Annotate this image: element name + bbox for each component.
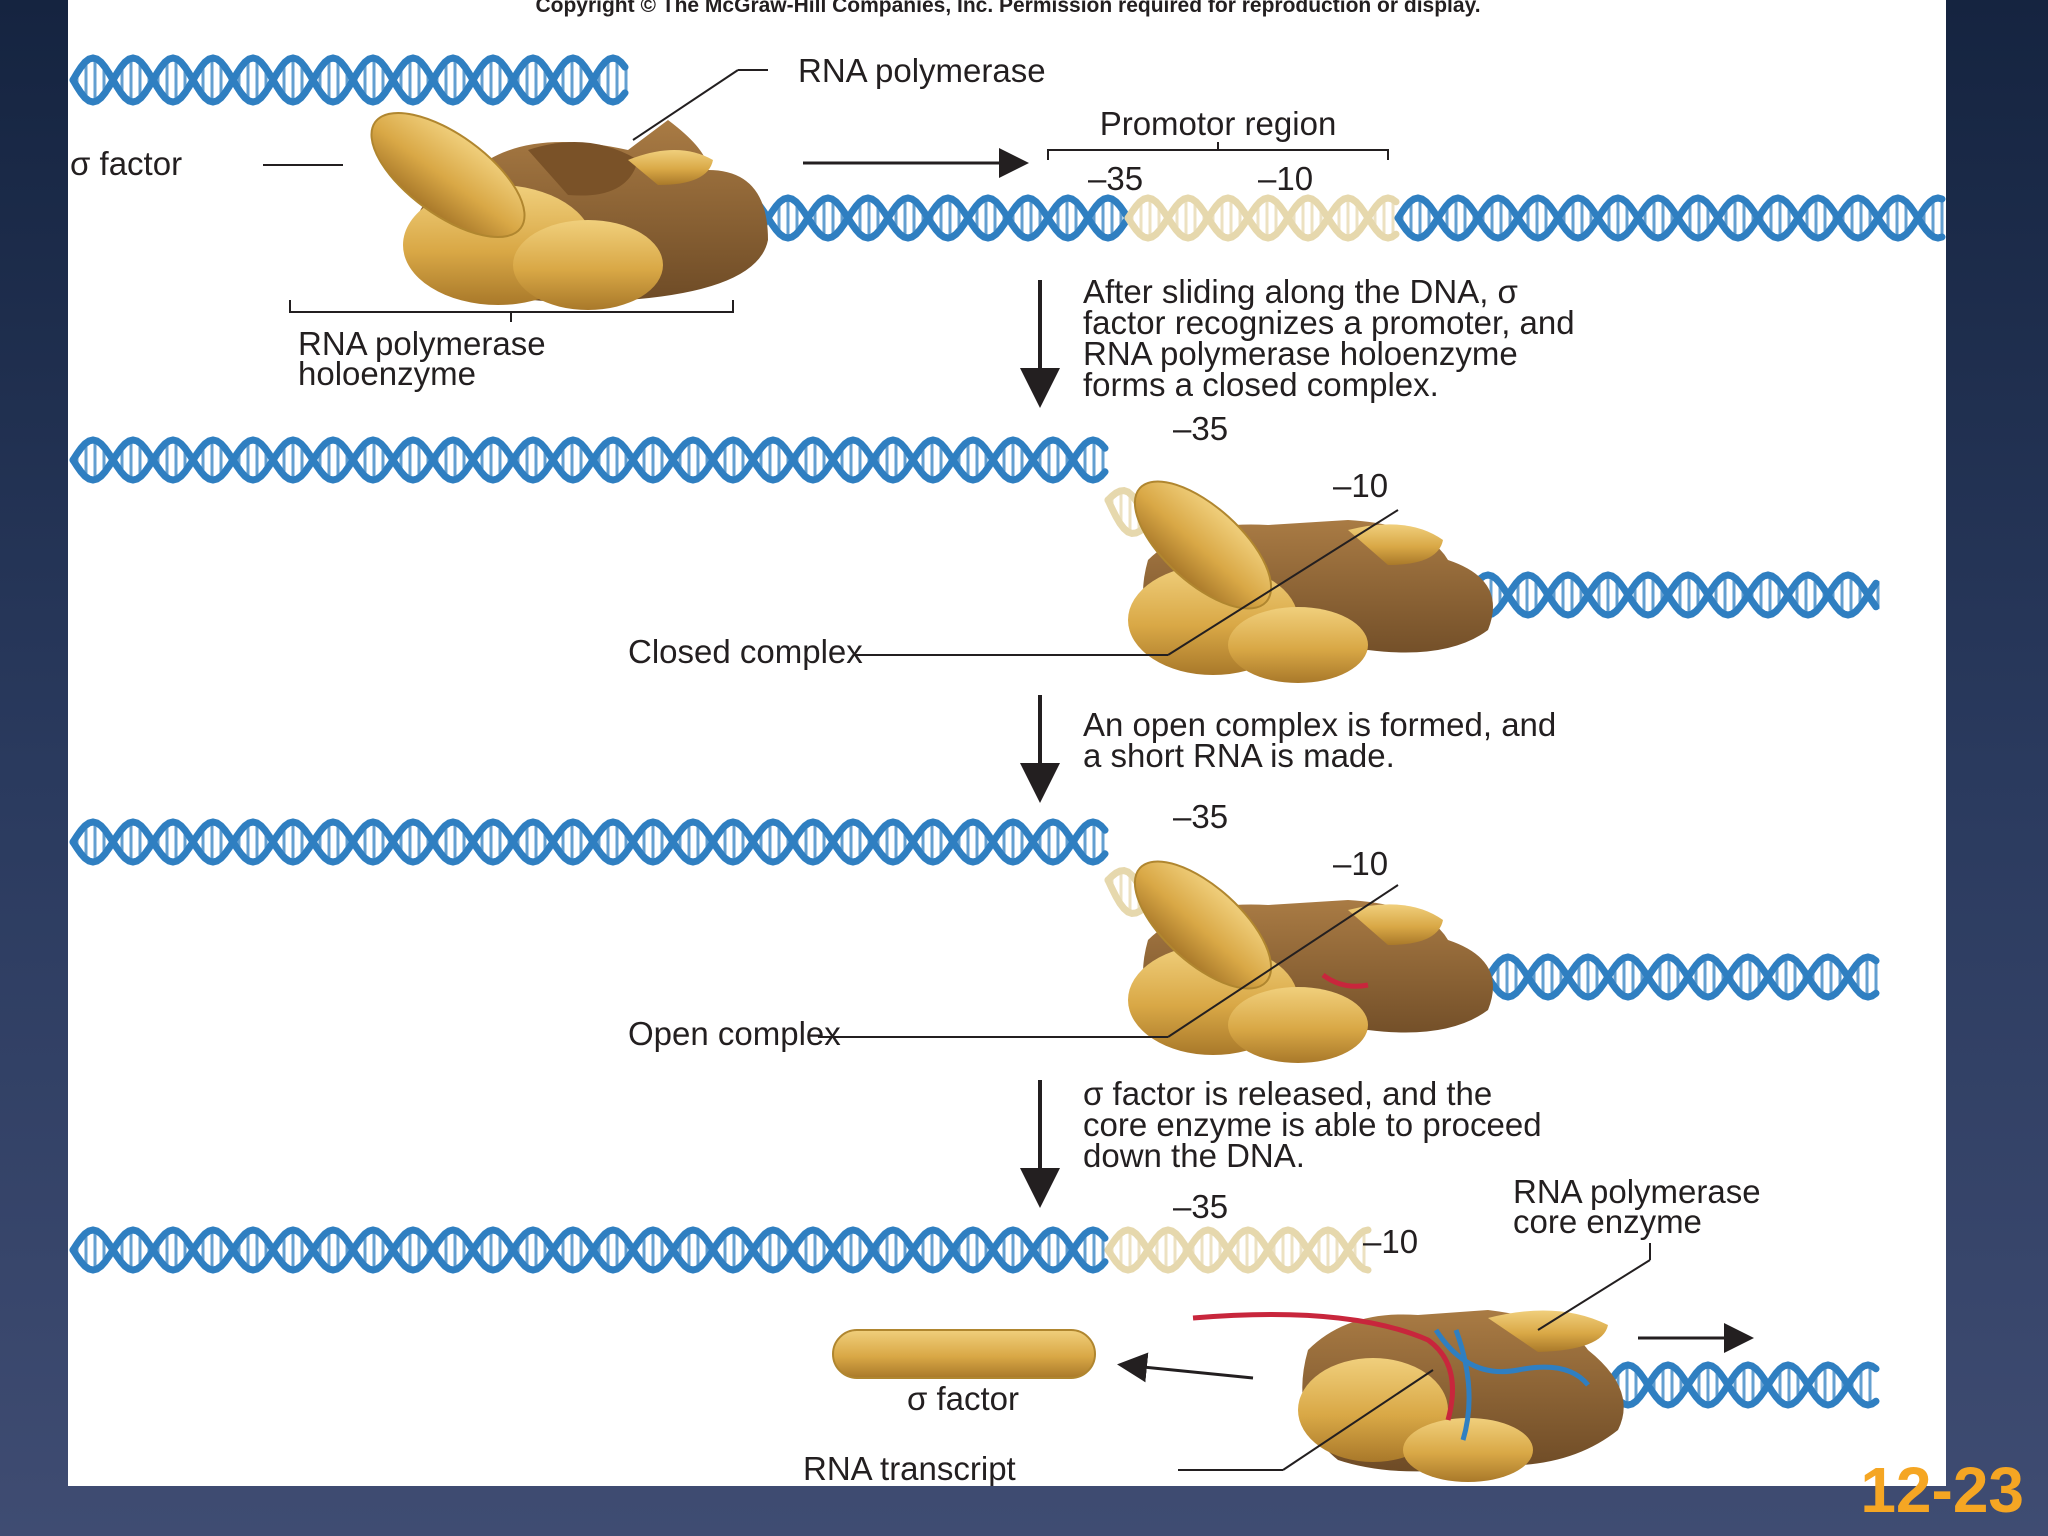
svg-text:After sliding along the DNA, σ: After sliding along the DNA, σ [1083,273,1518,310]
step-2-caption: An open complex is formed, and a short R… [1083,706,1556,774]
rna-transcript-strand [1192,1312,1455,1421]
holoenzyme-bracket [289,300,734,322]
step-1-caption: After sliding along the DNA, σ factor re… [1083,273,1575,403]
label-core-enzyme-2: core enzyme [1513,1203,1702,1240]
sigma-factor-closed [1133,480,1273,610]
label-holoenzyme-1: RNA polymerase [298,325,546,362]
svg-text:RNA polymerase holoenzyme: RNA polymerase holoenzyme [1083,335,1518,372]
label-minus10-row3: –10 [1333,845,1388,882]
step-3-caption: σ factor is released, and the core enzym… [1083,1075,1542,1174]
slide-number: 12-23 [1860,1454,2024,1526]
dna-helix-row2 [69,436,1880,619]
label-minus35-row4: –35 [1173,1188,1228,1225]
label-holoenzyme-2: holoenzyme [298,355,476,392]
label-minus10-row4: –10 [1363,1223,1418,1260]
sigma-factor-open [1133,860,1273,990]
transcription-initiation-diagram: Copyright © The McGraw-Hill Companies, I… [69,0,1946,1486]
promoter-bracket [1047,142,1389,160]
label-minus10-row2: –10 [1333,467,1388,504]
rna-polymerase-holoenzyme [403,120,768,310]
svg-text:forms a closed complex.: forms a closed complex. [1083,366,1439,403]
short-rna [1321,972,1369,989]
label-minus35-row1: –35 [1088,160,1143,197]
svg-text:a short RNA is made.: a short RNA is made. [1083,737,1395,774]
svg-text:down the DNA.: down the DNA. [1083,1137,1305,1174]
label-rna-transcript: RNA transcript [803,1450,1016,1486]
svg-text:factor recognizes a promoter,: factor recognizes a promoter, and [1083,304,1575,341]
sigma-factor-released [832,1329,1096,1379]
slide-panel: Copyright © The McGraw-Hill Companies, I… [68,0,1946,1486]
rna-polymerase-core-enzyme [1298,1310,1624,1482]
label-rna-polymerase: RNA polymerase [798,52,1046,89]
sigma-factor-row1 [370,111,526,239]
label-core-enzyme-1: RNA polymerase [1513,1173,1761,1210]
dna-helix-row1 [69,54,1946,242]
label-open-complex: Open complex [628,1015,841,1052]
svg-text:σ factor is released, and the: σ factor is released, and the [1083,1075,1492,1112]
arrow-sigma-released [1117,1352,1254,1383]
label-sigma-factor: σ factor [70,145,182,182]
label-minus10-row1: –10 [1258,160,1313,197]
label-minus35-row3: –35 [1173,798,1228,835]
svg-text:An open complex is formed, and: An open complex is formed, and [1083,706,1556,743]
label-sigma-factor-released: σ factor [907,1380,1019,1417]
label-minus35-row2: –35 [1173,410,1228,447]
label-promoter-region: Promotor region [1100,105,1337,142]
copyright-text: Copyright © The McGraw-Hill Companies, I… [535,0,1480,17]
svg-text:core enzyme is able to proceed: core enzyme is able to proceed [1083,1106,1542,1143]
dna-helix-row3 [69,818,1880,1001]
label-closed-complex: Closed complex [628,633,863,670]
